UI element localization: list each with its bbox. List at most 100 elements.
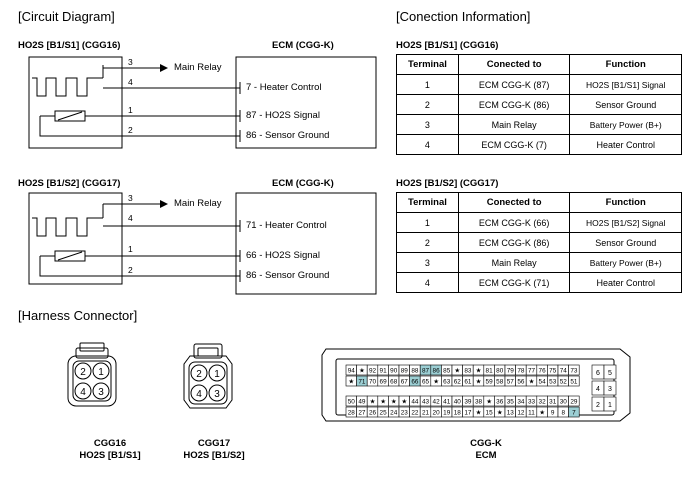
ecm-pin-number: 61 [464,379,472,386]
ecm-pin-number: 89 [401,368,409,375]
ecm-pin-number: 25 [380,410,388,417]
ecm-pin-number: 36 [496,399,504,406]
ecm-pin-number: 50 [348,399,356,406]
ecm-pin-number: 35 [507,399,515,406]
header-connected-to: Conected to [457,54,571,75]
cgg16-pin: 4 [80,387,86,398]
diagram2-sensor-title: HO2S [B1/S2] (CGG17) [18,178,121,189]
cell-connected-to: ECM CGG-K (86) [457,94,571,115]
connection-table-1: Terminal Conected to Function 1 ECM CGG-… [396,54,682,155]
ecm-pin-number: 79 [507,368,515,375]
ecm-pin-number: ★ [539,410,545,417]
ecm-pin-number: 75 [549,368,557,375]
ecm-pin-number: 41 [443,399,451,406]
ecm-pin-number: 28 [348,410,356,417]
cell-terminal: 3 [396,114,459,135]
ecm-pin-number: ★ [454,368,460,375]
ecm-pin-number: 38 [475,399,483,406]
ecm-pin-number: 81 [486,368,494,375]
ecm-side-pin-cell [603,364,617,380]
ecm-pin-number: 73 [570,368,578,375]
ecm-pin-number: 13 [507,410,515,417]
cell-connected-to: ECM CGG-K (71) [457,272,571,293]
ecm-pin-number: 70 [369,379,377,386]
ecm-pin-number: ★ [486,399,492,406]
pin-4-label: 4 [128,77,133,87]
arrow-icon [160,200,168,208]
cell-function: Sensor Ground [569,232,682,253]
ecm-pin-number: 22 [411,410,419,417]
header-connected-to: Conected to [457,192,571,213]
ecm-pin-number: 78 [517,368,525,375]
cell-function: Battery Power (B+) [569,252,682,273]
cell-connected-to: Main Relay [457,252,571,273]
ecm-pin-number: 83 [464,368,472,375]
ecm-pin-number: 32 [539,399,547,406]
ecm-side-pin-cell [603,396,617,412]
ecm-pin-number: ★ [476,410,482,417]
ecm-pin-number: ★ [380,399,386,406]
ecm-pin-number: 68 [390,379,398,386]
ecm-pin-number: 43 [422,399,430,406]
connector-cgg16: 2 1 4 3 [67,342,117,407]
ecm-pin-number: 94 [348,368,356,375]
ecm-pin-number: 85 [443,368,451,375]
header-terminal: Terminal [396,192,459,213]
ecm-pin-number: 63 [443,379,451,386]
ecm-shell [321,348,631,422]
heater-element-1 [32,77,103,97]
table-row: 2 ECM CGG-K (86) Sensor Ground [396,232,682,253]
ecm-pin-number: 54 [539,379,547,386]
ecm-connector-label: CGG-K ECM [436,438,536,462]
pin-hole [92,362,110,380]
ecm-connector-name: CGG-K [470,438,502,449]
cgg16-name: CGG16 [93,438,127,449]
ecm-pin-number: ★ [497,410,503,417]
ecm-pin-number: 44 [411,399,419,406]
ecm-pin-number: 8 [562,410,566,417]
ecm-pin-number: 24 [390,410,398,417]
cell-terminal: 4 [396,134,459,155]
arrow-icon [160,64,168,72]
ecm-pin-number: ★ [359,368,365,375]
pin-1-label: 1 [128,105,133,115]
ecm-pin-number: 62 [454,379,462,386]
header-function: Function [569,54,682,75]
table-row: 3 Main Relay Battery Power (B+) [396,114,682,135]
cgg17-pin: 1 [214,369,220,380]
cell-terminal: 2 [396,94,459,115]
table2-title: HO2S [B1/S2] (CGG17) [396,178,499,189]
table-row: 3 Main Relay Battery Power (B+) [396,252,682,273]
cgg17-pin: 3 [214,389,220,400]
main-relay-label: Main Relay [174,198,222,209]
pin-hole [92,382,110,400]
pin-1-label: 1 [128,244,133,254]
ecm-pin-number: 49 [358,399,366,406]
cell-function: Heater Control [569,272,682,293]
cgg17-sub: HO2S [B1/S2] [183,450,245,461]
ecm-pin-number: ★ [401,399,407,406]
cgg17-pin: 4 [196,389,202,400]
header-function: Function [569,192,682,213]
ecm-pin-number: 51 [570,379,578,386]
ecm-pin-label: 71 - Heater Control [246,220,327,231]
main-relay-label: Main Relay [174,62,222,73]
sensor-box-2 [28,192,123,285]
cell-terminal: 4 [396,272,459,293]
ecm-pin-number: 53 [549,379,557,386]
table-row: 1 ECM CGG-K (87) HO2S [B1/S1] Signal [396,74,682,95]
pin-4-label: 4 [128,213,133,223]
pin-2-label: 2 [128,265,133,275]
cgg16-pin: 3 [98,387,104,398]
ecm-pin-number: 9 [551,410,555,417]
ecm-pin-number: 59 [486,379,494,386]
cgg17-name: CGG17 [197,438,231,449]
ecm-pin-cell [568,406,580,418]
ecm-pin-cell [568,395,580,407]
ecm-pin-number: 74 [560,368,568,375]
ecm-pin-number: 34 [517,399,525,406]
connection-info-heading: [Conection Information] [396,9,531,24]
pin-hole [74,362,92,380]
pin-hole [74,382,92,400]
